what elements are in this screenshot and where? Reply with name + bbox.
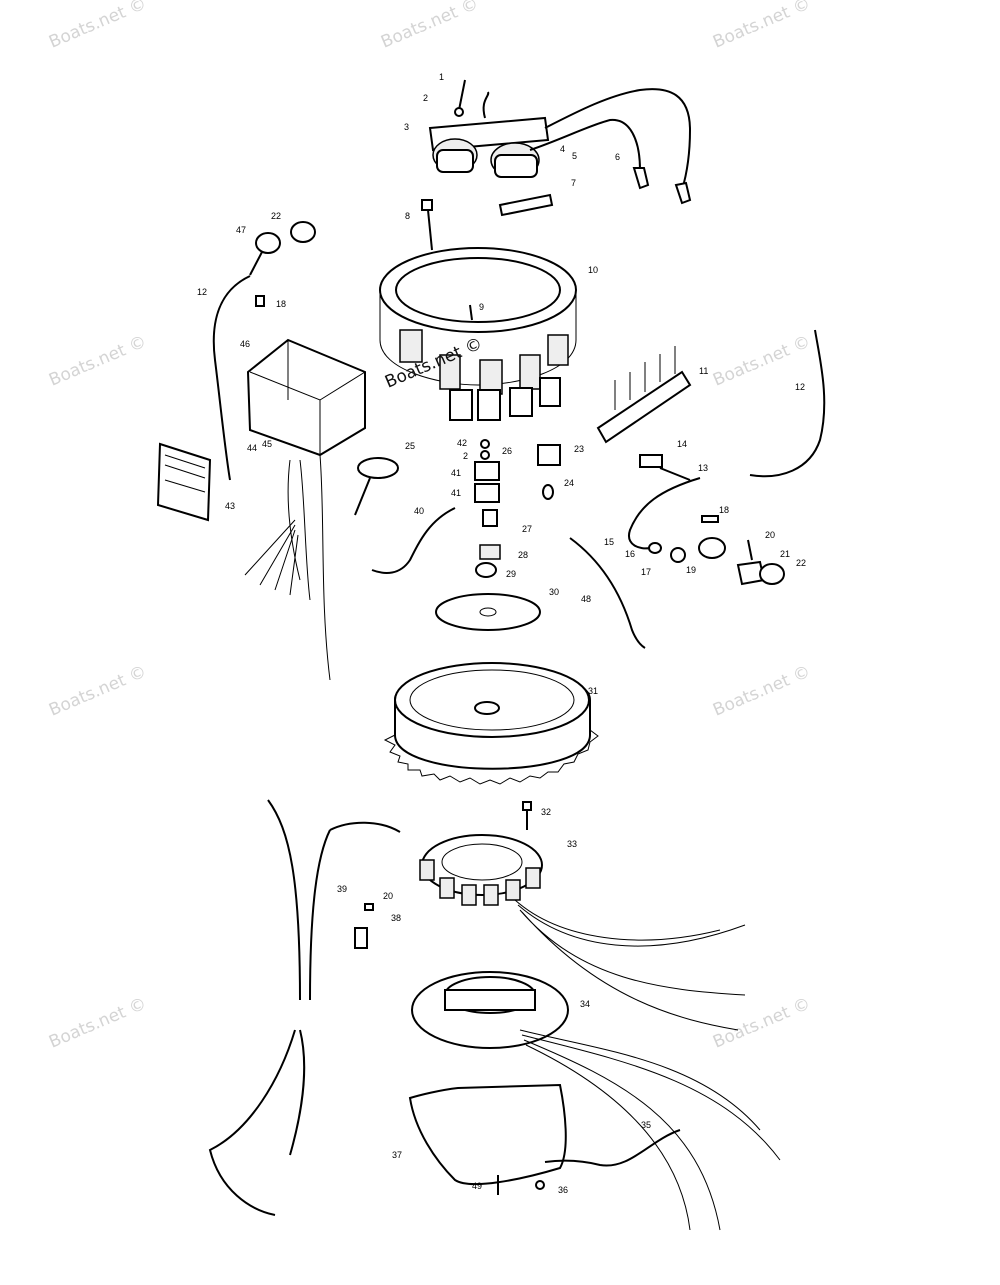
callout-number: 46 bbox=[240, 339, 250, 349]
callout-number: 12 bbox=[795, 382, 805, 392]
callout-number: 43 bbox=[225, 501, 235, 511]
watermark-center: Boats.net © bbox=[382, 334, 485, 393]
terminal-strip bbox=[498, 193, 554, 217]
stator-assembly bbox=[419, 834, 746, 1031]
callout-number: 40 bbox=[414, 506, 424, 516]
callout-number: 49 bbox=[472, 1181, 482, 1191]
callout-number: 27 bbox=[522, 524, 532, 534]
callout-number: 16 bbox=[625, 549, 635, 559]
callout-number: 45 bbox=[262, 439, 272, 449]
stator-cover bbox=[408, 1083, 567, 1186]
callout-number: 29 bbox=[506, 569, 516, 579]
callout-number: 42 bbox=[457, 438, 467, 448]
callout-number: 38 bbox=[391, 913, 401, 923]
callout-number: 24 bbox=[564, 478, 574, 488]
rectifier-leads bbox=[628, 477, 785, 586]
armature-plate-ring bbox=[379, 247, 577, 421]
watermark: Boats.net © bbox=[46, 994, 149, 1053]
cable-bracket bbox=[354, 903, 374, 949]
callout-number: 6 bbox=[615, 152, 620, 162]
cable-clamp bbox=[354, 457, 399, 516]
callout-number: 25 bbox=[405, 441, 415, 451]
watermark: Boats.net © bbox=[710, 994, 813, 1053]
callout-number: 31 bbox=[588, 686, 598, 696]
stator-base bbox=[411, 971, 781, 1231]
callout-number: 7 bbox=[571, 178, 576, 188]
ground-wire bbox=[212, 275, 251, 481]
callout-number: 37 bbox=[392, 1150, 402, 1160]
callout-number: 17 bbox=[641, 567, 651, 577]
cover-screws bbox=[497, 1175, 545, 1195]
callout-number: 11 bbox=[699, 366, 708, 376]
connector-grommet bbox=[249, 221, 316, 307]
callout-number: 10 bbox=[588, 265, 598, 275]
callout-number: 26 bbox=[502, 446, 512, 456]
watermark: Boats.net © bbox=[46, 0, 149, 53]
callout-number: 9 bbox=[479, 302, 484, 312]
ground-lead-35 bbox=[544, 1129, 681, 1167]
flywheel bbox=[383, 662, 599, 785]
trigger-parts-stack bbox=[474, 439, 561, 578]
callout-number: 2 bbox=[463, 451, 468, 461]
callout-number: 14 bbox=[677, 439, 687, 449]
switch-box bbox=[244, 338, 366, 681]
callout-number: 2 bbox=[423, 93, 428, 103]
watermark: Boats.net © bbox=[46, 332, 149, 391]
callout-number: 18 bbox=[719, 505, 729, 515]
callout-number: 3 bbox=[404, 122, 409, 132]
callout-number: 30 bbox=[549, 587, 559, 597]
callout-number: 39 bbox=[337, 884, 347, 894]
callout-number: 22 bbox=[796, 558, 806, 568]
callout-number: 33 bbox=[567, 839, 577, 849]
callout-number: 20 bbox=[765, 530, 775, 540]
callout-number: 19 bbox=[686, 565, 696, 575]
watermark: Boats.net © bbox=[46, 662, 149, 721]
lead-wire-48 bbox=[569, 537, 646, 649]
callout-number: 44 bbox=[247, 443, 257, 453]
callout-number: 12 bbox=[197, 287, 207, 297]
callout-number: 22 bbox=[271, 211, 281, 221]
callout-number: 34 bbox=[580, 999, 590, 1009]
trigger-plate bbox=[435, 593, 541, 631]
callout-number: 5 bbox=[572, 151, 577, 161]
callout-number: 47 bbox=[236, 225, 246, 235]
lead-wire-40 bbox=[371, 507, 456, 574]
callout-number: 48 bbox=[581, 594, 591, 604]
stator-screw bbox=[522, 801, 532, 830]
callout-number: 41 bbox=[451, 468, 461, 478]
ignition-coil-assembly bbox=[428, 79, 692, 205]
callout-number: 41 bbox=[451, 488, 461, 498]
battery-cable bbox=[208, 799, 401, 1216]
callout-number: 36 bbox=[558, 1185, 568, 1195]
lead-wire bbox=[749, 329, 826, 478]
callout-number: 1 bbox=[439, 72, 444, 82]
callout-number: 15 bbox=[604, 537, 614, 547]
callout-number: 32 bbox=[541, 807, 551, 817]
watermark: Boats.net © bbox=[710, 662, 813, 721]
watermark: Boats.net © bbox=[378, 0, 481, 53]
callout-number: 13 bbox=[698, 463, 708, 473]
callout-number: 20 bbox=[383, 891, 393, 901]
callout-number: 8 bbox=[405, 211, 410, 221]
mounting-bolt bbox=[421, 199, 433, 251]
callout-number: 35 bbox=[641, 1120, 651, 1130]
callout-number: 18 bbox=[276, 299, 286, 309]
rectifier bbox=[596, 346, 692, 481]
callout-number: 28 bbox=[518, 550, 528, 560]
watermark: Boats.net © bbox=[710, 0, 813, 53]
decal-plate bbox=[156, 442, 212, 522]
callout-number: 23 bbox=[574, 444, 584, 454]
callout-number: 21 bbox=[780, 549, 790, 559]
callout-number: 4 bbox=[560, 144, 565, 154]
